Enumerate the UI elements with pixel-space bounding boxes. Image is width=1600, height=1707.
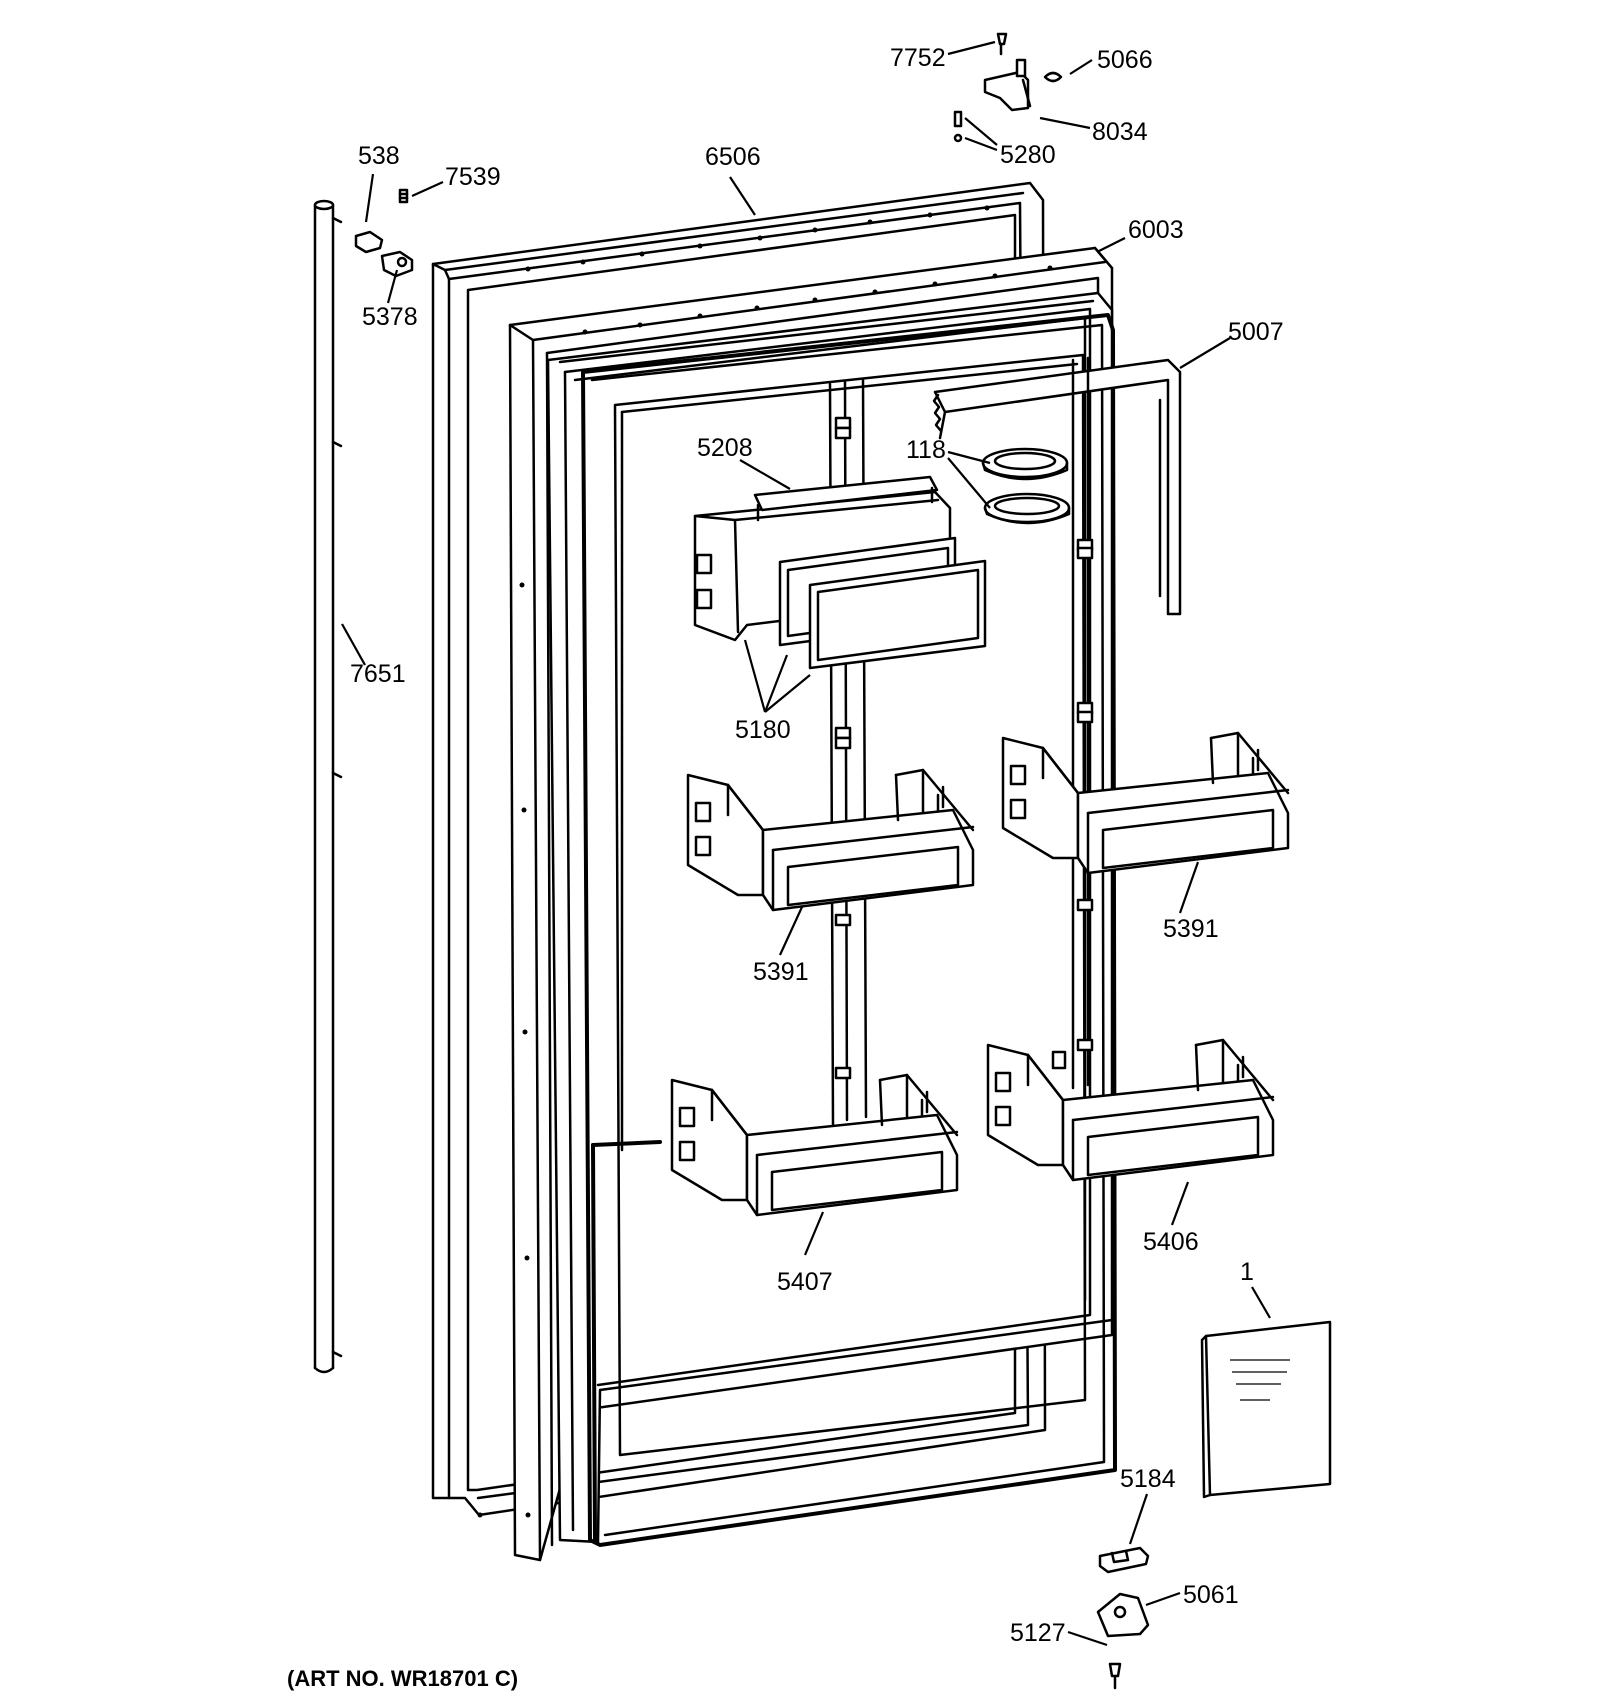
label-5061: 5061	[1183, 1581, 1239, 1609]
owners-manual	[1200, 1320, 1332, 1499]
label-118: 118	[906, 436, 946, 464]
label-6003: 6003	[1128, 216, 1184, 244]
leader-lines	[341, 40, 1271, 1647]
small-fasteners-top-left	[354, 188, 414, 278]
door-gasket	[581, 313, 1117, 1547]
label-5208: 5208	[697, 434, 753, 462]
label-5127: 5127	[1010, 1619, 1066, 1647]
hinge-pin-rod	[313, 199, 343, 1374]
door-bin-5391-right	[1001, 731, 1290, 875]
label-5391-left: 5391	[753, 958, 809, 986]
egg-trays	[981, 447, 1071, 525]
label-5407: 5407	[777, 1268, 833, 1296]
label-5391-right: 5391	[1163, 915, 1219, 943]
art-number: (ART NO. WR18701 C)	[287, 1666, 518, 1691]
label-7752: 7752	[890, 44, 946, 72]
label-5406: 5406	[1143, 1228, 1199, 1256]
label-5280: 5280	[1000, 141, 1056, 169]
label-5066: 5066	[1097, 46, 1153, 74]
part-labels: 7752 5066 8034 5280 538 7539 6506 6003 5…	[287, 44, 1284, 1691]
label-5007: 5007	[1228, 318, 1284, 346]
dairy-compartment	[693, 475, 987, 670]
label-5184: 5184	[1120, 1465, 1176, 1493]
door-bin-5406	[986, 1038, 1275, 1182]
door-liner-holes	[519, 265, 1053, 1518]
gasket-segment-5007	[932, 358, 1182, 616]
outer-door-screw-holes	[477, 205, 990, 1518]
top-hinge-parts	[953, 32, 1063, 143]
label-8034: 8034	[1092, 118, 1148, 146]
label-5180: 5180	[735, 716, 791, 744]
bottom-hinge-parts	[1096, 1546, 1150, 1690]
label-7539: 7539	[445, 163, 501, 191]
label-1: 1	[1240, 1258, 1254, 1286]
label-5378: 5378	[362, 303, 418, 331]
label-7651: 7651	[350, 660, 406, 688]
label-6506: 6506	[705, 143, 761, 171]
rail-clips	[834, 416, 1094, 1080]
label-538: 538	[358, 142, 400, 170]
